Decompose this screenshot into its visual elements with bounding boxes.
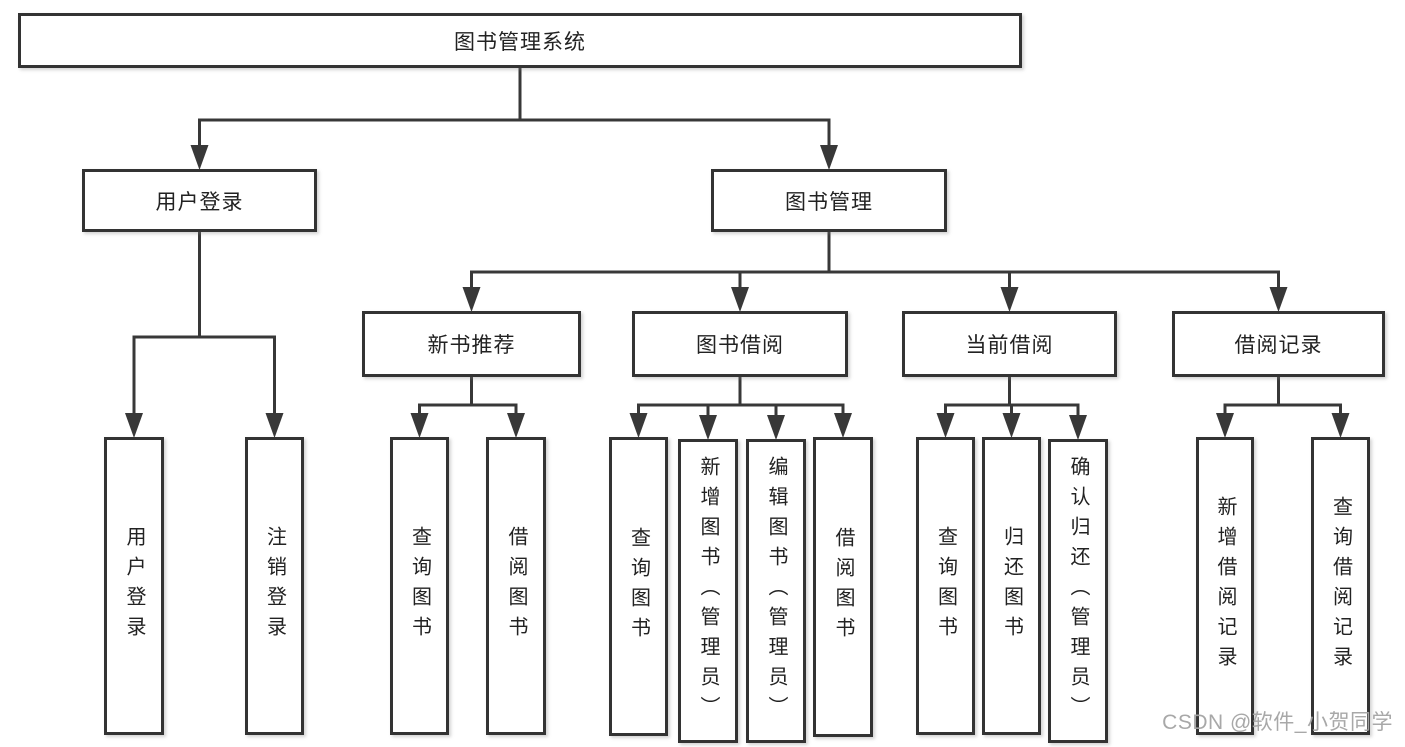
node-label: 查询图书 [408, 526, 431, 646]
arrowhead-icon [820, 145, 838, 170]
node-leaf-rec-borrow: 借阅图书 [486, 437, 546, 735]
arrowhead-icon [1269, 287, 1288, 312]
node-label: 当前借阅 [965, 334, 1054, 357]
node-borrow-record: 借阅记录 [1172, 311, 1385, 377]
arrowhead-icon [731, 287, 749, 312]
node-leaf-cb-query: 查询图书 [916, 437, 975, 735]
node-label: 查询借阅记录 [1329, 496, 1352, 676]
node-label: 借阅记录 [1234, 334, 1323, 357]
arrowhead-icon [265, 413, 284, 438]
arrowhead-icon [629, 413, 648, 438]
node-leaf-logout: 注销登录 [245, 437, 304, 735]
node-current-borrow: 当前借阅 [902, 311, 1117, 377]
node-label: 借阅图书 [505, 526, 527, 646]
node-label: 编辑图书（管理员） [765, 456, 787, 726]
node-leaf-rec-query: 查询图书 [390, 437, 449, 735]
arrowhead-icon [125, 413, 143, 438]
node-label: 借阅图书 [832, 527, 854, 647]
arrowhead-icon [1216, 413, 1234, 438]
arrowhead-icon [1331, 413, 1350, 438]
node-label: 图书管理系统 [454, 30, 586, 54]
arrowhead-icon [1002, 413, 1021, 438]
node-label: 图书借阅 [696, 334, 784, 357]
arrowhead-icon [834, 413, 852, 438]
node-leaf-bb-query: 查询图书 [609, 437, 668, 736]
node-book-borrow: 图书借阅 [632, 311, 848, 377]
node-leaf-bb-borrow: 借阅图书 [813, 437, 873, 737]
node-root: 图书管理系统 [18, 13, 1022, 68]
arrowhead-icon [190, 145, 209, 170]
node-user-login: 用户登录 [82, 169, 317, 232]
node-leaf-br-query: 查询借阅记录 [1311, 437, 1370, 735]
node-label: 用户登录 [123, 526, 145, 646]
node-label: 新增借阅记录 [1214, 496, 1236, 676]
node-label: 图书管理 [785, 190, 873, 214]
node-leaf-bb-edit: 编辑图书（管理员） [746, 439, 806, 743]
node-label: 注销登录 [263, 526, 286, 646]
arrowhead-icon [1000, 287, 1019, 312]
arrowhead-icon [936, 413, 955, 438]
node-label: 查询图书 [934, 526, 957, 646]
node-leaf-cb-return: 归还图书 [982, 437, 1041, 735]
arrowhead-icon [507, 413, 525, 438]
node-label: 查询图书 [627, 526, 650, 647]
arrowhead-icon [699, 415, 717, 440]
node-label: 用户登录 [155, 190, 244, 214]
node-label: 归还图书 [1000, 526, 1023, 646]
node-leaf-bb-add: 新增图书（管理员） [678, 439, 738, 743]
arrowhead-icon [462, 287, 481, 312]
node-leaf-user-login: 用户登录 [104, 437, 164, 735]
node-leaf-br-add: 新增借阅记录 [1196, 437, 1254, 735]
arrowhead-icon [1069, 415, 1087, 440]
node-new-book-rec: 新书推荐 [362, 311, 581, 377]
node-label: 新书推荐 [427, 334, 516, 357]
node-label: 确认归还（管理员） [1067, 456, 1089, 726]
watermark-text: CSDN @软件_小贺同学 [1162, 711, 1393, 734]
node-book-mgmt: 图书管理 [711, 169, 947, 232]
node-leaf-cb-confirm: 确认归还（管理员） [1048, 439, 1108, 743]
node-label: 新增图书（管理员） [697, 456, 719, 726]
arrowhead-icon [410, 413, 429, 438]
arrowhead-icon [767, 415, 785, 440]
